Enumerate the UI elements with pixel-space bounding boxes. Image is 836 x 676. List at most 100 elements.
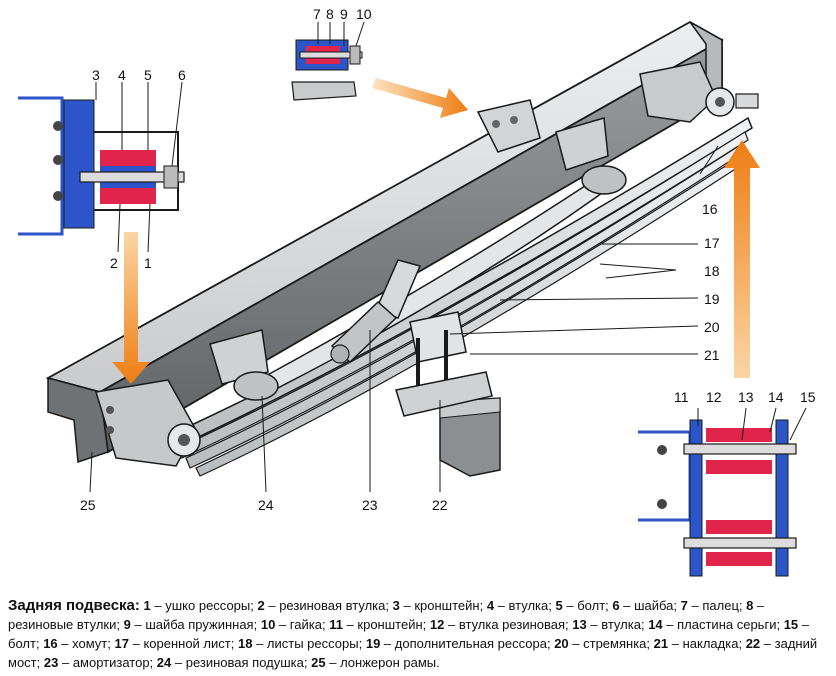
callout-8: 8 [326,6,334,22]
caption-item-text: шайба пружинная [145,617,254,632]
callout-14: 14 [768,389,784,405]
caption-item: 8 – резиновые втулки; [8,598,765,632]
shock-upper-bracket [476,99,541,153]
caption-item: 1 – ушко рессоры; [143,598,254,613]
caption-item: 20 – стремянка; [554,636,651,651]
u-bolt-assembly [395,311,493,417]
caption-item-text: шайба [634,598,674,613]
callout-21: 21 [704,347,720,363]
caption-item: 21 – накладка; [653,636,743,651]
caption-item-text: резиновая подушка [185,655,304,670]
leader-lines [89,21,807,493]
caption-item: 23 – амортизатор; [43,655,154,670]
caption-item-text: гайка [289,617,322,632]
callout-labels: 3 4 5 6 2 1 7 8 9 10 16 17 18 19 20 21 1… [80,6,816,513]
callout-arrows [112,78,760,384]
rear-shackle-bracket [639,61,759,123]
inset-pin [291,39,363,101]
callout-11: 11 [674,389,689,405]
caption-item-number: 17 [114,636,129,651]
caption-item-number: 7 [680,598,688,613]
caption-item-number: 20 [554,636,569,651]
callout-24: 24 [258,497,274,513]
caption-item-text: втулка [601,617,641,632]
caption-item: 15 – болт; [8,617,810,651]
caption-item-text: лонжерон рамы [340,655,437,670]
caption-item: 13 – втулка; [572,617,645,632]
caption-item: 9 – шайба пружинная; [123,617,258,632]
caption-item-text: болт [8,636,36,651]
caption-item-text: кронштейн [414,598,480,613]
caption-item: 22 – задний мост; [8,636,818,670]
caption-item-number: 12 [429,617,445,632]
caption-item-number: 11 [329,617,343,632]
caption-item-number: 18 [237,636,253,651]
rear-suspension-diagram: 3 4 5 6 2 1 7 8 9 10 16 17 18 19 20 21 1… [18,6,816,577]
caption-item-number: 19 [365,636,381,651]
caption-item-text: листы рессоры [266,636,359,651]
caption-item-text: резиновая втулка [279,598,386,613]
caption-item-text: амортизатор [72,655,150,670]
caption-item: 24 – резиновая подушка; [156,655,308,670]
callout-9: 9 [340,6,348,22]
caption-item: 3 – кронштейн; [392,598,484,613]
callout-17: 17 [704,235,720,251]
callout-13: 13 [738,389,754,405]
caption-item: 14 – пластина серьги; [648,617,781,632]
caption-item-number: 3 [392,598,400,613]
rear-axle [439,397,501,477]
shock-absorber [330,259,422,364]
caption-item-number: 16 [43,636,58,651]
caption-item: 19 – дополнительная рессора; [365,636,551,651]
caption-item: 4 – втулка; [486,598,552,613]
caption-item-text: резиновые втулки [8,617,117,632]
caption-item-number: 2 [257,598,265,613]
caption-item: 11 – кронштейн; [329,617,427,632]
caption-title: Задняя подвеска: [8,597,140,614]
caption-legend: 1 – ушко рессоры; 2 – резиновая втулка; … [8,598,817,670]
callout-7: 7 [313,6,321,22]
caption-item-text: коренной лист [143,636,231,651]
callout-25: 25 [80,497,96,513]
figure-caption: Задняя подвеска: 1 – ушко рессоры; 2 – р… [8,596,830,672]
caption-item: 18 – листы рессоры; [237,636,363,651]
caption-item-text: болт [577,598,606,613]
caption-item: 7 – палец; [680,598,743,613]
callout-22: 22 [432,497,448,513]
caption-item-number: 10 [260,617,276,632]
caption-item: 10 – гайка; [260,617,326,632]
caption-item-text: палец [702,598,739,613]
callout-2: 2 [110,255,118,271]
caption-item-number: 22 [745,636,761,651]
caption-item-number: 8 [746,598,754,613]
caption-item: 12 – втулка резиновая; [429,617,569,632]
caption-item-text: стремянка [583,636,647,651]
caption-item-text: кронштейн [357,617,423,632]
caption-item: 5 – болт; [555,598,609,613]
callout-18: 18 [704,263,720,279]
callout-1: 1 [144,255,152,271]
caption-item: 2 – резиновая втулка; [257,598,390,613]
caption-item: 6 – шайба; [612,598,678,613]
caption-item-text: задний мост [8,636,818,670]
callout-15: 15 [800,389,816,405]
caption-item-number: 4 [486,598,495,613]
callout-3: 3 [92,67,100,83]
caption-item-number: 9 [123,617,131,632]
caption-item: 16 – хомут; [43,636,111,651]
caption-item-text: ушко рессоры [165,598,251,613]
callout-19: 19 [704,291,720,307]
front-eye-bracket [95,379,201,467]
callout-20: 20 [704,319,720,335]
callout-10: 10 [356,6,372,22]
caption-item-number: 23 [43,655,59,670]
caption-item-number: 14 [648,617,663,632]
caption-item-number: 5 [555,598,563,613]
caption-item-number: 13 [572,617,587,632]
callout-16: 16 [702,201,718,217]
callout-4: 4 [118,67,126,83]
upper-bump-stop [555,117,627,195]
caption-item-number: 25 [311,655,326,670]
caption-item: 17 – коренной лист; [114,636,235,651]
inset-shackle [638,419,797,577]
